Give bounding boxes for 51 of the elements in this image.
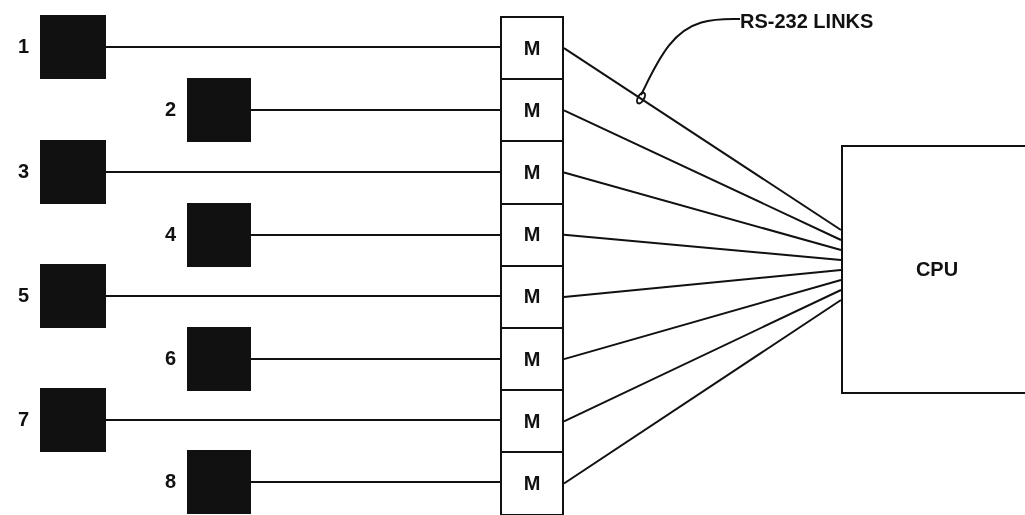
link-line <box>250 109 501 111</box>
link-line <box>563 109 842 241</box>
link-line <box>105 295 501 297</box>
terminal-box <box>40 15 106 79</box>
modem-box <box>500 327 564 392</box>
node-label: CPU <box>915 258 959 281</box>
node-label: M <box>523 347 541 371</box>
modem-box <box>500 264 564 329</box>
link-line <box>250 358 501 360</box>
node-label: M <box>523 285 541 309</box>
terminal-number: 1 <box>18 35 30 58</box>
link-line <box>250 234 501 236</box>
node-label: M <box>523 409 541 433</box>
terminal-number: 3 <box>18 160 30 183</box>
link-line <box>105 419 501 421</box>
modem-box <box>500 389 564 454</box>
link-line <box>563 279 842 361</box>
link-line <box>563 299 842 485</box>
node-label: M <box>523 98 541 122</box>
terminal-box <box>187 203 251 267</box>
modem-box <box>500 16 564 81</box>
modem-box <box>500 202 564 267</box>
terminal-number: 6 <box>165 347 177 370</box>
modem-box <box>500 451 564 515</box>
link-line <box>105 46 501 48</box>
callout-label: RS-232 LINKS <box>740 9 874 33</box>
terminal-box <box>40 264 106 328</box>
terminal-number: 5 <box>18 284 30 307</box>
link-line <box>563 233 842 261</box>
modem-box <box>500 140 564 205</box>
terminal-box <box>187 78 251 142</box>
terminal-box <box>40 388 106 452</box>
link-line <box>105 171 501 173</box>
node-label: M <box>523 161 541 184</box>
link-line <box>563 289 842 423</box>
link-line <box>250 481 501 483</box>
node-label: M <box>523 472 541 495</box>
terminal-number: 2 <box>165 98 177 121</box>
terminal-number: 4 <box>165 223 177 246</box>
node-label: M <box>523 36 541 60</box>
terminal-number: 7 <box>18 408 30 431</box>
terminal-box <box>40 140 106 204</box>
cpu-box <box>841 145 1025 394</box>
modem-box <box>500 78 564 143</box>
link-line <box>563 269 842 298</box>
link-line <box>563 171 842 251</box>
node-label: M <box>523 223 541 247</box>
terminal-number: 8 <box>165 470 177 493</box>
link-line <box>563 47 842 231</box>
terminal-box <box>187 327 251 391</box>
terminal-box <box>187 450 251 514</box>
